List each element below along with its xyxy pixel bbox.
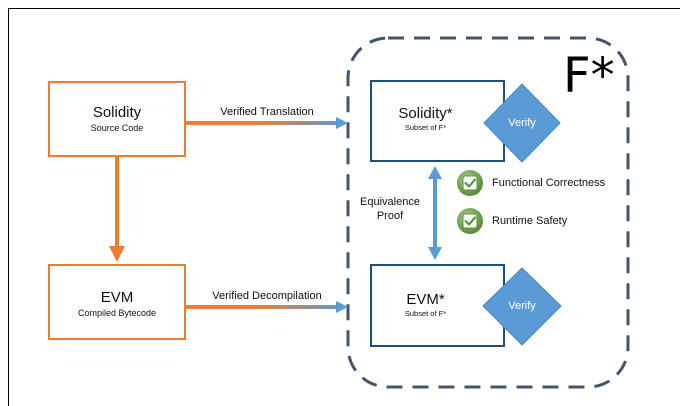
check-label-runtime-safety: Runtime Safety: [492, 215, 568, 227]
equivalence-arrow-head-down: [428, 247, 442, 260]
evm-title: EVM: [100, 289, 134, 306]
outer-frame: [8, 8, 680, 406]
verify-bottom-diamond: [482, 267, 562, 346]
solidity-title: Solidity: [92, 104, 142, 121]
evm-box: [48, 264, 186, 340]
solidity-box: [48, 81, 186, 157]
compile-arrow-head: [109, 246, 125, 262]
equivalence-arrow-head-up: [428, 166, 442, 179]
evm-subtitle: Compiled Bytecode: [77, 308, 157, 318]
decompilation-arrow-head: [336, 301, 348, 313]
verify-bottom-label: Verify: [508, 300, 536, 312]
evm-star-subtitle: Subset of F*: [404, 309, 447, 318]
solidity-star-title: Solidity*: [398, 105, 453, 122]
verify-top-label: Verify: [508, 117, 536, 129]
solidity-star-box: [370, 80, 505, 162]
translation-label: Verified Translation: [220, 106, 314, 118]
check-icon: [457, 170, 483, 196]
evm-star-title: EVM*: [406, 291, 445, 308]
solidity-subtitle: Source Code: [90, 123, 144, 133]
evm-star-box: [370, 264, 505, 347]
equivalence-label-line2: Proof: [376, 210, 404, 222]
verify-top-diamond: [483, 83, 561, 163]
check-label-functional-correctness: Functional Correctness: [492, 177, 606, 189]
fstar-label: F*: [563, 48, 615, 104]
translation-arrow-head: [336, 117, 348, 129]
equivalence-label-line1: Equivalence: [360, 196, 420, 208]
check-icon: [457, 208, 483, 234]
fstar-region-border: [346, 36, 630, 389]
decompilation-label: Verified Decompilation: [212, 290, 322, 302]
solidity-star-subtitle: Subset of F*: [404, 123, 447, 132]
